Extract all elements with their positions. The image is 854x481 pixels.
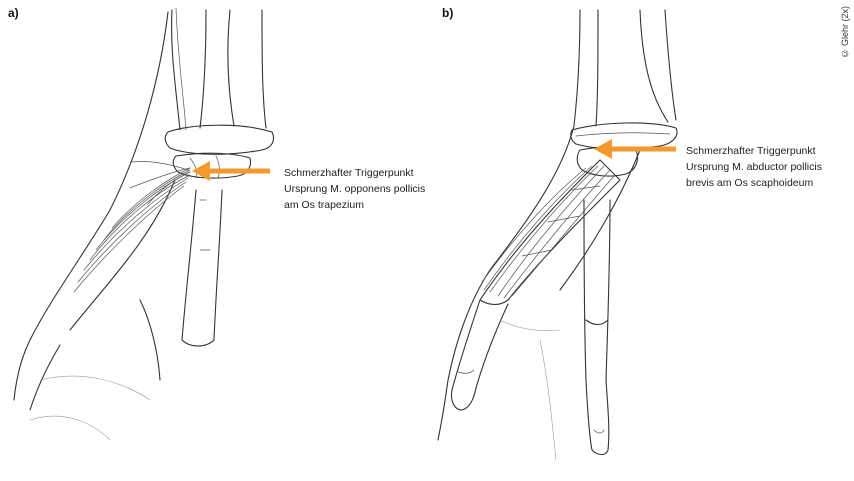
- caption-a-line-3: am Os trapezium: [284, 199, 364, 211]
- caption-b-line-1: Schmerzhafter Triggerpunkt: [686, 145, 816, 157]
- caption-a: Schmerzhafter Triggerpunkt Ursprung M. o…: [284, 165, 425, 213]
- caption-a-line-1: Schmerzhafter Triggerpunkt: [284, 167, 414, 179]
- caption-b: Schmerzhafter Triggerpunkt Ursprung M. a…: [686, 143, 822, 191]
- caption-b-line-2: Ursprung M. abductor pollicis: [686, 161, 822, 173]
- caption-b-line-3: brevis am Os scaphoideum: [686, 177, 814, 189]
- hand-sketch-b: [437, 9, 678, 461]
- arrow-left-icon: [192, 161, 270, 181]
- panel-b-label: b): [442, 6, 454, 20]
- caption-a-line-2: Ursprung M. opponens pollicis: [284, 183, 426, 195]
- arrow-left-icon: [594, 139, 676, 159]
- panel-a-label: a): [8, 6, 19, 20]
- hand-sketch-a: [13, 7, 275, 441]
